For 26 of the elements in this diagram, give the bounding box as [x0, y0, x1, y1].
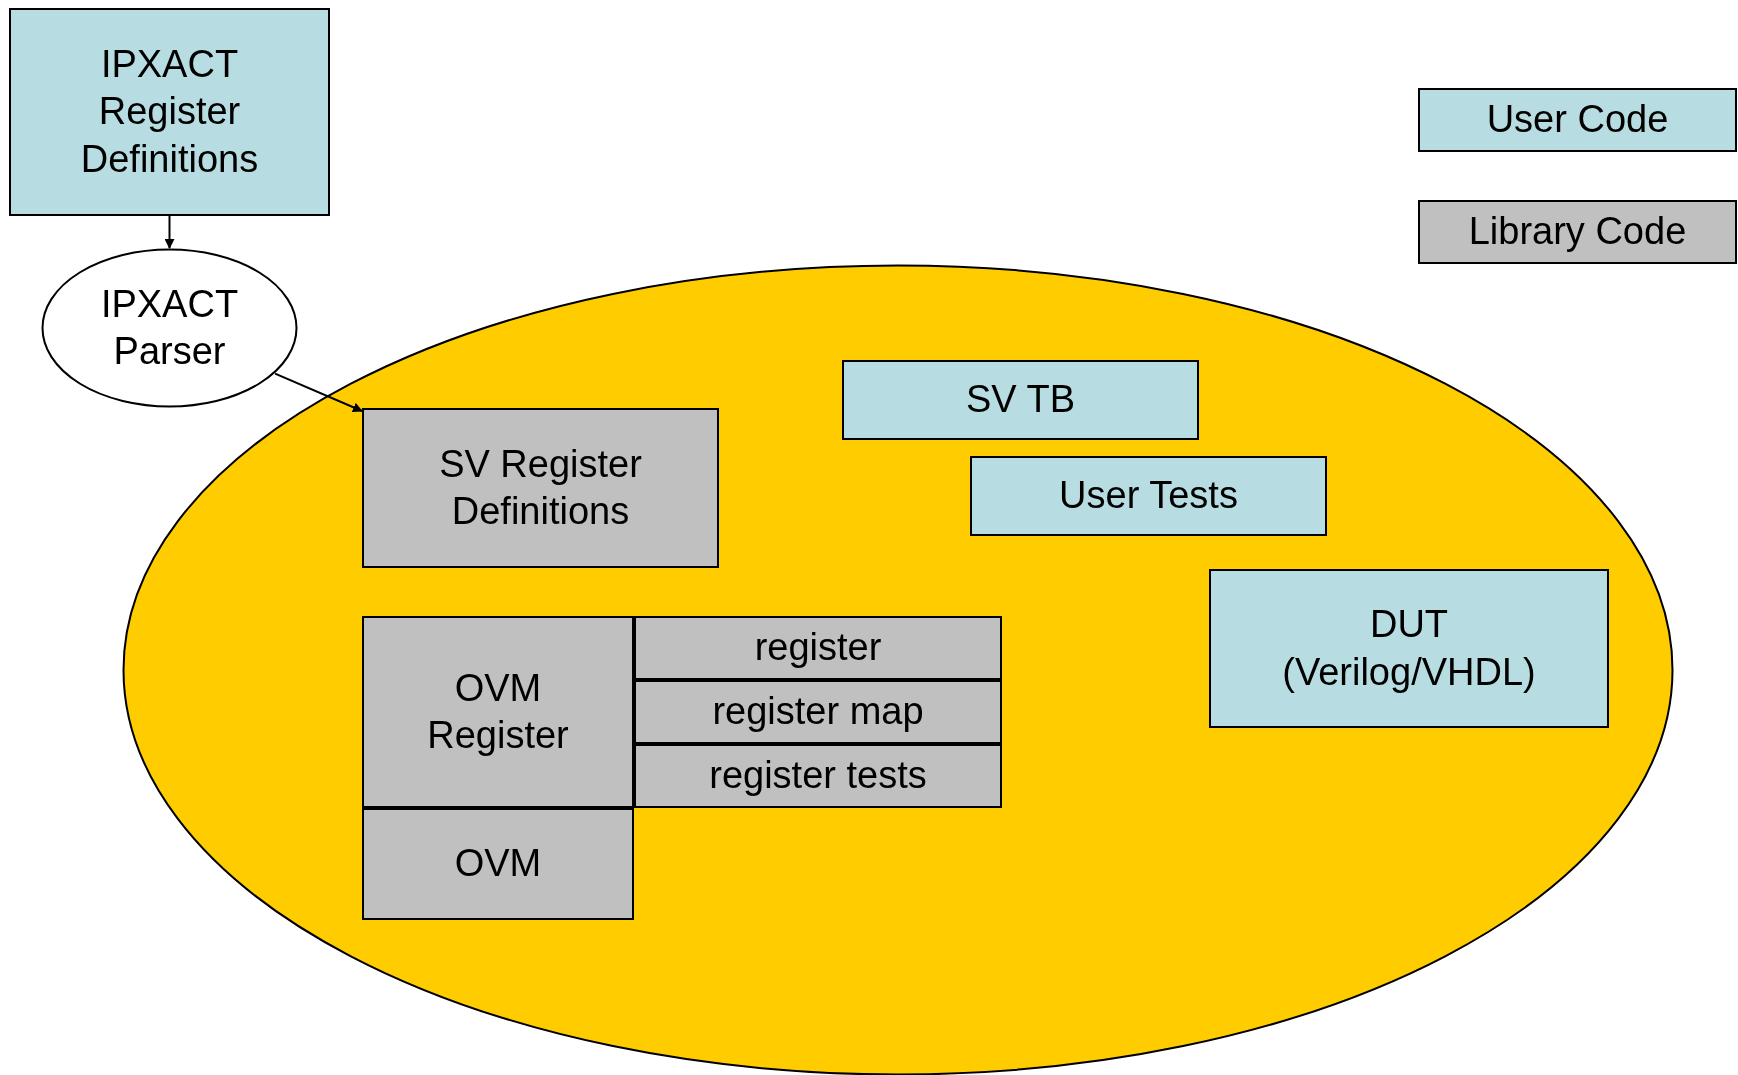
box-label: SV TB [965, 377, 1076, 423]
arrow [274, 372, 363, 413]
box-label: SV Register Definitions [438, 441, 643, 534]
box-label: IPXACT Parser [99, 281, 240, 374]
code-box [9, 8, 330, 216]
legend-text: User Code [1486, 97, 1669, 143]
arrow [164, 215, 175, 249]
code-box [362, 616, 634, 808]
code-box [362, 408, 719, 568]
box-label: OVM [454, 841, 542, 887]
box-label: IPXACT Register Definitions [79, 41, 260, 182]
code-box [362, 808, 634, 920]
box-label: register [754, 625, 882, 671]
box-label: register map [712, 689, 924, 735]
parser-ellipse [41, 248, 298, 408]
code-box [634, 680, 1002, 744]
code-box [634, 744, 1002, 808]
box-label: OVM Register [426, 665, 570, 758]
code-box [634, 616, 1002, 680]
box-label: register tests [709, 753, 927, 799]
legend-text: Library Code [1468, 209, 1687, 255]
box-label: User Tests [1059, 473, 1238, 519]
code-box [1209, 569, 1609, 728]
box-label: DUT (Verilog/VHDL) [1281, 602, 1537, 695]
code-box [970, 456, 1327, 536]
code-box [842, 360, 1199, 440]
